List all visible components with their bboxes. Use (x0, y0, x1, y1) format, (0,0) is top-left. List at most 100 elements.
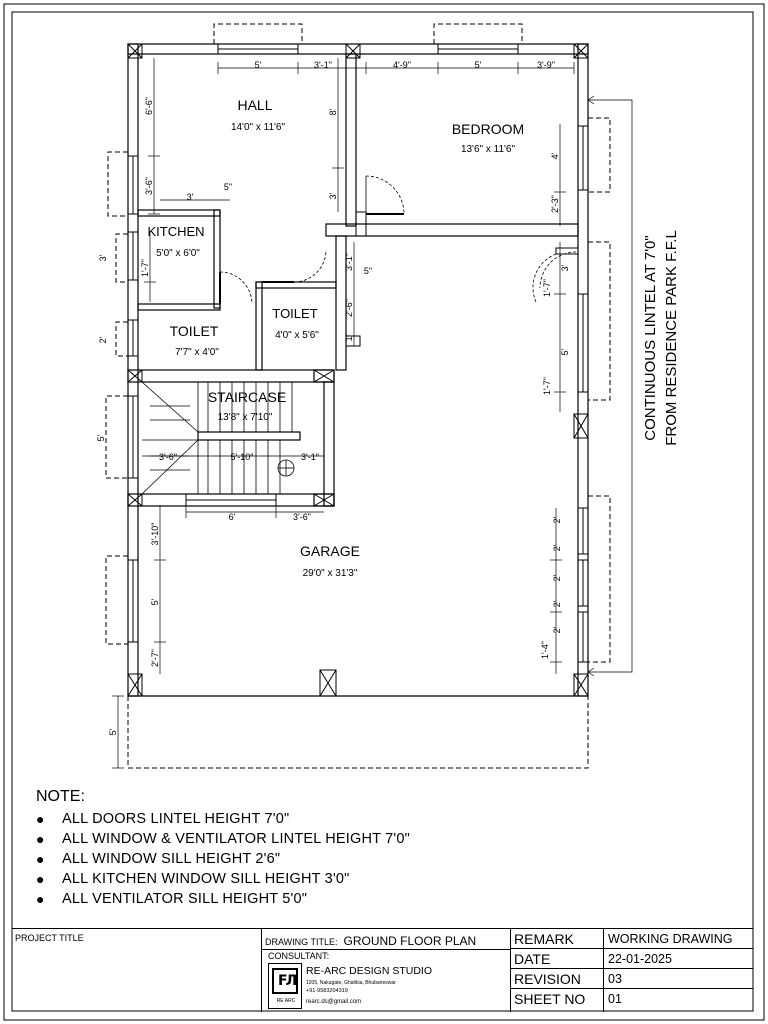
lintel-note-line-2: FROM RESIDENCE PARK F.F.L (663, 230, 680, 446)
studio-name: RE-ARC DESIGN STUDIO (306, 965, 433, 977)
dim-toilet-2: 2'-6" (344, 299, 354, 317)
dim-top-1: 5' (255, 60, 262, 70)
studio-phone: +91-9583204319 (306, 988, 348, 994)
dim-bedroom-right-2: 2'-3" (550, 195, 560, 213)
dim-bedroom-right-5: 5' (560, 348, 570, 355)
dim-kitchen-6: 5" (364, 266, 372, 276)
room-size-kitchen: 5'0" x 6'0" (156, 248, 200, 259)
dim-garage-left-3: 2'-7" (150, 649, 160, 667)
room-size-staircase: 13'8" x 7'10" (218, 412, 273, 423)
dim-stair-4: 3'-1" (301, 452, 319, 462)
meta-key: REMARK (514, 931, 574, 947)
room-name-bedroom: BEDROOM (452, 121, 524, 137)
room-size-bedroom: 13'6" x 11'6" (461, 144, 516, 155)
bullet-icon: ● (36, 851, 45, 867)
room-name-toilet-1: TOILET (170, 323, 219, 339)
logo-text: RE ARC (276, 998, 296, 1004)
dim-front-setback: 5' (108, 728, 118, 735)
meta-value: 03 (608, 972, 622, 986)
note-item: ● ALL KITCHEN WINDOW SILL HEIGHT 3'0" (36, 869, 636, 889)
dim-bedroom-right-6: 1'-7" (542, 377, 552, 395)
dim-toilet-3: 1' (344, 334, 354, 341)
dim-hall-left-1: 6'-6" (144, 97, 154, 115)
drawing-title: DRAWING TITLE: GROUND FLOOR PLAN (265, 934, 476, 948)
walls (127, 43, 589, 697)
lintel-note-line-1: CONTINUOUS LINTEL AT 7'0" (642, 235, 659, 440)
note-item: ●ALL DOORS LINTEL HEIGHT 7'0" (36, 809, 636, 829)
note-text: ALL WINDOW & VENTILATOR LINTEL HEIGHT 7'… (62, 831, 411, 847)
notes-title: NOTE: (36, 788, 85, 805)
bullet-icon: ● (36, 831, 45, 847)
note-text: ALL KITCHEN WINDOW SILL HEIGHT 3'0" (62, 871, 350, 887)
dim-toilet-1: 2' (98, 336, 108, 343)
note-text: ALL VENTILATOR SILL HEIGHT 5'0" (62, 891, 308, 907)
note-item: ● ALL VENTILATOR SILL HEIGHT 5'0" (36, 889, 636, 909)
room-size-toilet-1: 7'7" x 4'0" (175, 347, 219, 358)
dim-hall-left-2: 3'-6" (144, 177, 154, 195)
dim-stair-1: 5' (96, 434, 106, 441)
dim-garage-left-2: 5' (150, 598, 160, 605)
note-item: ● ALL WINDOW SILL HEIGHT 2'6" (36, 849, 636, 869)
meta-value: 01 (608, 992, 622, 1006)
meta-key: REVISION (514, 971, 581, 987)
drawing-title-cell: DRAWING TITLE: GROUND FLOOR PLAN CONSULTA… (262, 929, 511, 1012)
divider (262, 949, 511, 950)
notes-list: ●ALL DOORS LINTEL HEIGHT 7'0" ● ALL WINDO… (36, 809, 636, 909)
meta-row-date: DATE 22-01-2025 (511, 949, 753, 969)
outer-border (3, 3, 765, 1021)
bullet-icon: ● (36, 871, 45, 887)
dim-bedroom-right-1: 4' (550, 152, 560, 159)
bullet-icon: ● (36, 891, 45, 907)
project-title-cell: PROJECT TITLE (12, 929, 262, 1012)
dim-kitchen-4: 1'-7" (140, 259, 150, 277)
room-size-garage: 29'0" x 31'3" (303, 568, 358, 579)
meta-value: WORKING DRAWING (608, 932, 733, 946)
dimension-texts: 5' 3'-1" 4'-9" 5' 3'-9" 6'-6" 3'-6" 8' 3… (96, 60, 570, 735)
room-name-garage: GARAGE (300, 543, 360, 559)
dim-stair-6: 3'-6" (293, 512, 311, 522)
notes-section: NOTE: ●ALL DOORS LINTEL HEIGHT 7'0" ●ALL… (36, 787, 636, 909)
dim-garage-right-6: 1'-4" (540, 641, 550, 659)
projections (105, 23, 611, 769)
dim-garage-right-4: 2' (552, 600, 562, 607)
room-size-toilet-2: 4'0" x 5'6" (275, 330, 319, 341)
dim-garage-right-1: 2' (552, 516, 562, 523)
dim-bedroom-right-3: 3' (560, 264, 570, 271)
studio-email: rearc.ds@gmail.com (306, 999, 362, 1005)
studio-address: 1205, Nakagate, Ghatikia, Bhubaneswar (306, 980, 396, 986)
columns (127, 43, 589, 697)
sheet-meta: REMARK WORKING DRAWING DATE 22-01-2025 REV… (511, 929, 753, 1012)
dim-kitchen-3: 3' (98, 254, 108, 261)
note-item: ● ALL WINDOW & VENTILATOR LINTEL HEIGHT 7… (36, 829, 636, 849)
dim-top-3: 4'-9" (393, 60, 411, 70)
windows (127, 43, 589, 663)
dim-garage-right-3: 2' (552, 574, 562, 581)
room-name-kitchen: KITCHEN (147, 224, 204, 239)
dim-hall-inner-2: 3' (328, 192, 338, 199)
doors (219, 175, 577, 305)
logo-mark-icon: FЛ (272, 968, 298, 994)
dim-stair-2: 3'-6" (159, 452, 177, 462)
dim-kitchen-1: 3' (187, 192, 194, 202)
consultant-label: CONSULTANT: (268, 951, 330, 961)
dim-top-4: 5' (475, 60, 482, 70)
room-size-hall: 14'0" x 11'6" (231, 122, 286, 133)
dim-top-5: 3'-9" (537, 60, 555, 70)
meta-key: DATE (514, 951, 551, 967)
lintel-note: CONTINUOUS LINTEL AT 7'0" FROM RESIDENCE… (642, 230, 680, 446)
room-name-staircase: STAIRCASE (208, 389, 286, 405)
drawing-title-label: DRAWING TITLE: (265, 937, 338, 947)
dim-garage-left-1: 3'-10" (150, 523, 160, 546)
dim-bedroom-right-4: 1'-7" (542, 279, 552, 297)
dim-stair-5: 6' (229, 512, 236, 522)
inner-border (11, 11, 754, 1012)
bullet-icon: ● (36, 811, 45, 827)
room-name-toilet-2: TOILET (272, 306, 317, 321)
note-text: ALL WINDOW SILL HEIGHT 2'6" (62, 851, 281, 867)
dim-hall-inner-1: 8' (328, 108, 338, 115)
drawing-title-value: GROUND FLOOR PLAN (343, 934, 477, 948)
meta-value: 22-01-2025 (608, 952, 672, 966)
studio-logo: FЛ RE ARC (268, 963, 302, 1009)
